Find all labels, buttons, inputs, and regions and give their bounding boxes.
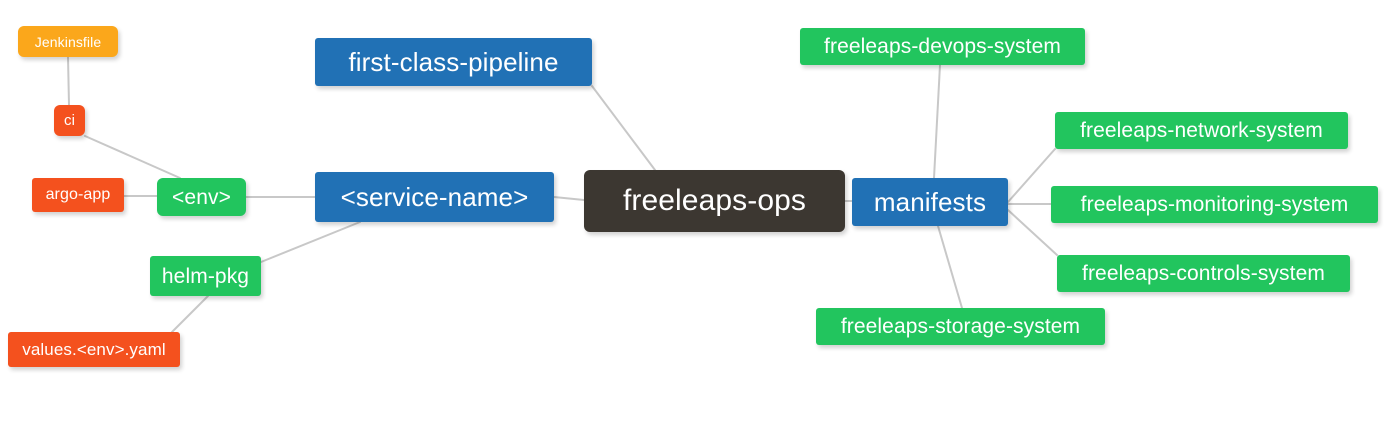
node-helm-pkg[interactable]: helm-pkg xyxy=(150,256,261,296)
edge-values-env-yaml-to-helm-pkg xyxy=(171,295,209,333)
node-freeleaps-monitoring-system[interactable]: freeleaps-monitoring-system xyxy=(1051,186,1378,223)
node-label: first-class-pipeline xyxy=(348,47,559,77)
node-freeleaps-ops[interactable]: freeleaps-ops xyxy=(584,170,845,232)
node-label: freeleaps-ops xyxy=(622,184,807,217)
edge-manifests-to-freeleaps-storage-system xyxy=(937,225,963,309)
node-label: manifests xyxy=(873,187,987,217)
node-freeleaps-network-system[interactable]: freeleaps-network-system xyxy=(1055,112,1348,149)
node-service-name[interactable]: <service-name> xyxy=(315,172,554,222)
edge-first-class-pipeline-to-freeleaps-ops xyxy=(591,85,656,171)
node-first-class-pipeline[interactable]: first-class-pipeline xyxy=(315,38,592,86)
node-ci[interactable]: ci xyxy=(54,105,85,136)
node-label: <env> xyxy=(172,185,231,209)
node-values-env-yaml[interactable]: values.<env>.yaml xyxy=(8,332,180,367)
node-argo-app[interactable]: argo-app xyxy=(32,178,124,212)
node-label: values.<env>.yaml xyxy=(22,340,166,359)
edge-ci-to-env xyxy=(84,135,181,179)
node-label: freeleaps-network-system xyxy=(1080,119,1323,142)
node-manifests[interactable]: manifests xyxy=(852,178,1008,226)
edge-service-name-to-freeleaps-ops xyxy=(553,196,585,201)
edge-manifests-to-freeleaps-network-system xyxy=(1007,148,1056,203)
node-label: argo-app xyxy=(45,186,111,203)
node-label: freeleaps-devops-system xyxy=(824,35,1061,58)
node-env[interactable]: <env> xyxy=(157,178,246,216)
node-freeleaps-storage-system[interactable]: freeleaps-storage-system xyxy=(816,308,1105,345)
node-label: ci xyxy=(63,112,76,129)
node-freeleaps-controls-system[interactable]: freeleaps-controls-system xyxy=(1057,255,1350,292)
edge-manifests-to-freeleaps-controls-system xyxy=(1007,209,1058,256)
node-label: freeleaps-controls-system xyxy=(1082,262,1325,285)
node-label: freeleaps-storage-system xyxy=(840,315,1081,338)
node-label: <service-name> xyxy=(340,182,529,212)
node-jenkinsfile[interactable]: Jenkinsfile xyxy=(18,26,118,57)
edge-manifests-to-freeleaps-devops-system xyxy=(933,64,941,179)
node-freeleaps-devops-system[interactable]: freeleaps-devops-system xyxy=(800,28,1085,65)
node-label: helm-pkg xyxy=(161,264,250,288)
edge-helm-pkg-to-service-name xyxy=(260,221,361,263)
node-label: Jenkinsfile xyxy=(34,33,102,50)
node-label: freeleaps-monitoring-system xyxy=(1080,193,1349,216)
edge-jenkinsfile-to-ci xyxy=(67,56,70,106)
